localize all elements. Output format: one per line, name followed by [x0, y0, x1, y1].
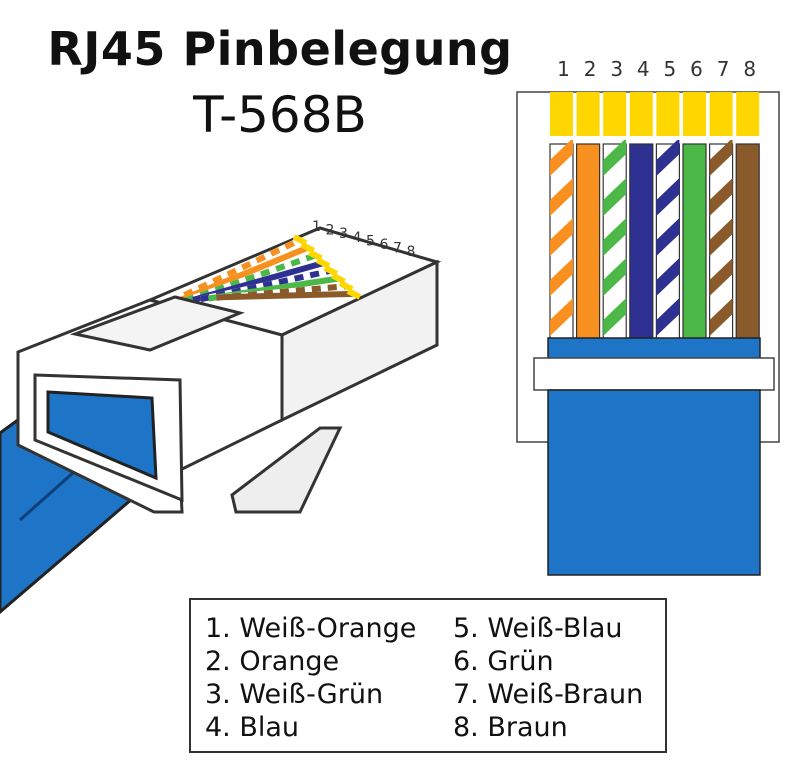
wire-stripe	[656, 218, 680, 256]
gold-contact	[709, 92, 733, 136]
legend-item: 5. Weiß-Blau	[453, 613, 623, 644]
gold-contact	[603, 92, 627, 136]
legend-item: 7. Weiß-Braun	[453, 679, 644, 710]
pin-number: 3	[610, 57, 623, 81]
perspective-wire-8	[223, 290, 354, 301]
page-subtitle: T-568B	[193, 86, 367, 144]
perspective-pin-number: 4	[353, 230, 362, 246]
gold-contact	[656, 92, 680, 136]
gold-contact	[576, 92, 600, 136]
wire-stripe	[603, 258, 627, 296]
connector-front	[16, 295, 284, 514]
wire-stripe	[550, 178, 573, 216]
wire-stripe	[603, 298, 627, 336]
perspective-pin-number: 3	[339, 226, 348, 242]
perspective-wires	[168, 234, 362, 305]
perspective-wire-2	[176, 244, 309, 305]
legend-item: 8. Braun	[453, 712, 568, 743]
wire-stripe	[709, 258, 733, 296]
page-title: RJ45 Pinbelegung	[47, 22, 513, 76]
wire-stripe	[603, 140, 627, 176]
wire-stripe	[550, 258, 573, 296]
legend-item: 3. Weiß-Grün	[205, 679, 384, 710]
pin-number: 2	[584, 57, 597, 81]
perspective-wire-stripe	[168, 237, 302, 305]
perspective-pin-number: 5	[366, 233, 375, 249]
wire-stripe	[603, 218, 627, 256]
wire-8	[735, 143, 760, 340]
wire-stripe	[550, 140, 573, 176]
perspective-contact	[346, 288, 362, 300]
legend-column-right: 5. Weiß-Blau 6. Grün 7. Weiß-Braun 8. Br…	[453, 612, 643, 744]
pin-legend: 1. Weiß-Orange 2. Orange 3. Weiß-Grün 4.…	[189, 598, 667, 753]
flat-wires	[549, 140, 760, 340]
gold-contact	[629, 92, 653, 136]
pin-number: 7	[717, 57, 730, 81]
perspective-pin-number: 6	[380, 237, 389, 253]
perspective-contact	[323, 265, 339, 277]
pin-number: 5	[664, 57, 677, 81]
wire-stripe	[709, 178, 733, 216]
wire-stripe	[603, 178, 627, 216]
wire-stripe	[656, 258, 680, 296]
wire-stripe	[550, 218, 573, 256]
perspective-contact	[308, 249, 323, 262]
pin-number: 1	[557, 57, 570, 81]
wire-stripe	[656, 178, 680, 216]
cable-jacket	[547, 389, 761, 576]
perspective-contact	[338, 280, 354, 292]
pin-number: 4	[637, 57, 650, 81]
strain-relief	[533, 357, 775, 391]
legend-item: 1. Weiß-Orange	[205, 613, 417, 644]
latch	[230, 426, 343, 514]
gold-contact	[683, 92, 706, 136]
perspective-contact	[331, 272, 346, 285]
wire-stripe	[709, 298, 733, 336]
wire-stripe	[709, 218, 733, 256]
gold-contact	[736, 92, 760, 136]
perspective-contact	[300, 242, 316, 254]
cable-jacket-top	[547, 337, 761, 361]
pin-number: 6	[690, 57, 703, 81]
wire-stripe	[550, 298, 573, 336]
perspective-pin-number: 7	[393, 241, 402, 257]
gold-contact	[550, 92, 573, 136]
legend-item: 2. Orange	[205, 646, 340, 677]
perspective-pin-number: 8	[407, 244, 416, 260]
perspective-pin-number: 2	[326, 223, 335, 239]
wire-2	[575, 143, 601, 340]
perspective-pin-number: 1	[312, 219, 321, 235]
pin-number: 8	[743, 57, 756, 81]
legend-item: 4. Blau	[205, 712, 300, 743]
wire-stripe	[709, 140, 733, 176]
wire-stripe	[656, 298, 680, 336]
wire-stripe	[656, 140, 680, 176]
perspective-contact	[292, 234, 308, 246]
wire-6	[682, 143, 707, 340]
gold-contacts	[550, 92, 760, 136]
perspective-contact	[315, 257, 331, 269]
wire-4	[629, 143, 654, 340]
legend-item: 6. Grün	[453, 646, 554, 677]
legend-column-left: 1. Weiß-Orange 2. Orange 3. Weiß-Grün 4.…	[205, 612, 416, 744]
